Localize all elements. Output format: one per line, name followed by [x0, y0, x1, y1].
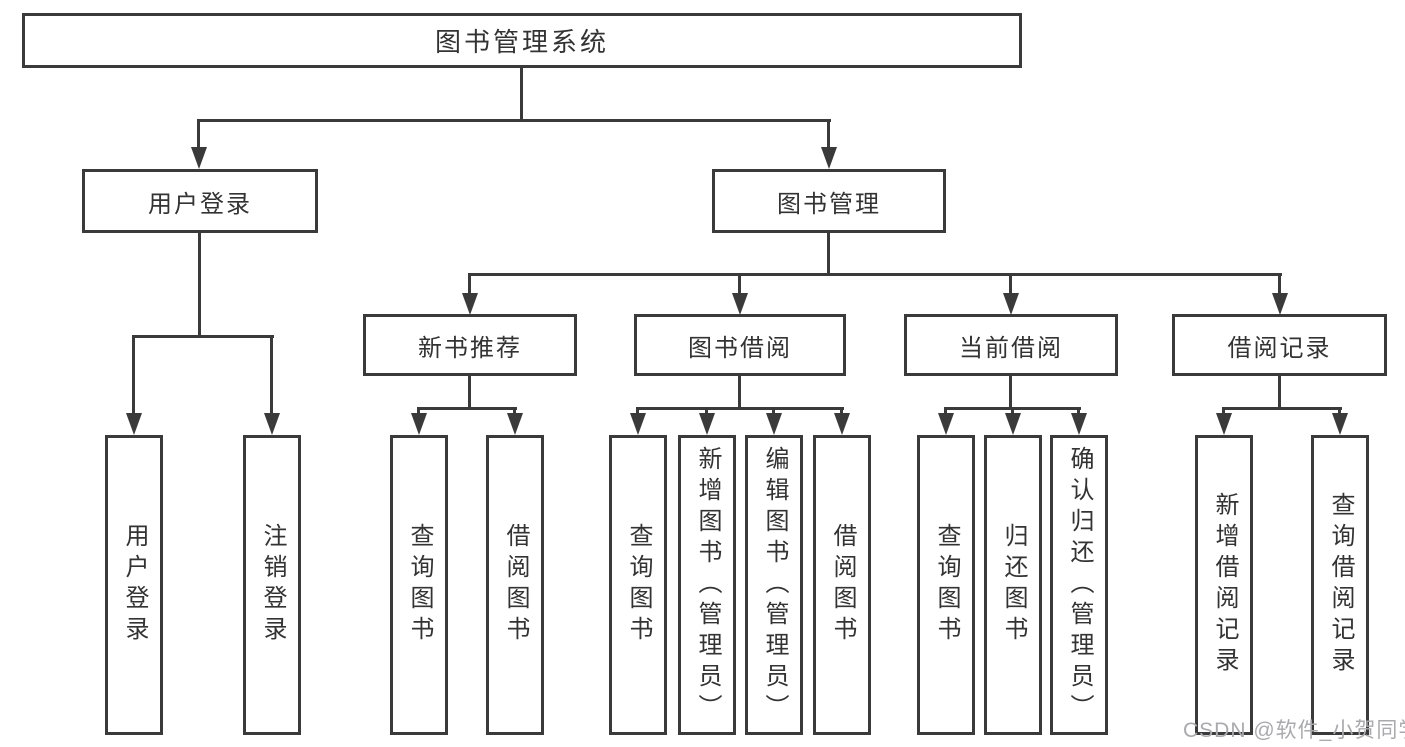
leaf-label: 查询图书	[625, 523, 652, 647]
arrow-to-leaf-query-record	[1332, 407, 1348, 435]
connector-root-branch	[198, 119, 831, 122]
connector-borrowing-records-branch	[1222, 407, 1342, 410]
arrow-to-leaf-query-books-1	[411, 407, 427, 435]
arrow-to-current-borrowing	[1003, 273, 1019, 315]
leaf-label: 用户登录	[121, 523, 148, 647]
leaf-label: 查询图书	[406, 523, 433, 647]
leaf-borrow-books-2: 借阅图书	[813, 435, 871, 735]
node-label: 借阅记录	[1227, 334, 1332, 362]
arrow-to-user-login	[191, 119, 207, 169]
leaf-borrow-books-1: 借阅图书	[486, 435, 544, 735]
leaf-add-book-admin: 新增图书（管理员）	[678, 435, 736, 735]
arrow-to-leaf-query-books-2	[630, 407, 646, 435]
arrow-to-leaf-borrow-books-1	[507, 407, 523, 435]
leaf-add-borrow-record: 新增借阅记录	[1195, 435, 1253, 735]
node-user-login: 用户登录	[82, 169, 318, 233]
connector-borrowing-records-stem	[1278, 374, 1281, 409]
connector-user-login-branch	[132, 335, 274, 338]
arrow-to-leaf-query-books-3	[938, 407, 954, 435]
connector-current-borrowing-stem	[1009, 374, 1012, 409]
leaf-label: 新增借阅记录	[1211, 492, 1238, 678]
connector-user-login-stem	[198, 231, 201, 337]
node-label: 图书管理	[777, 190, 881, 218]
node-book-management: 图书管理	[712, 169, 946, 233]
connector-root-stem	[520, 66, 523, 120]
node-borrowing-records: 借阅记录	[1172, 314, 1387, 376]
leaf-logout: 注销登录	[243, 435, 301, 735]
leaf-query-books-2: 查询图书	[609, 435, 667, 735]
node-root-system: 图书管理系统	[22, 13, 1022, 68]
leaf-label: 归还图书	[1000, 523, 1027, 647]
connector-book-borrowing-stem	[738, 374, 741, 409]
csdn-watermark: CSDN @软件_小贺同学	[1183, 719, 1405, 742]
arrow-to-new-book-recommend	[462, 273, 478, 315]
leaf-label: 查询图书	[933, 523, 960, 647]
arrow-to-book-management	[821, 119, 837, 169]
arrow-to-leaf-borrow-books-2	[834, 407, 850, 435]
node-label: 用户登录	[148, 190, 252, 218]
arrow-to-book-borrowing	[732, 273, 748, 315]
leaf-label: 借阅图书	[829, 523, 856, 647]
arrow-to-leaf-add-record	[1216, 407, 1232, 435]
node-current-borrowing: 当前借阅	[904, 314, 1118, 376]
node-book-borrowing: 图书借阅	[634, 314, 846, 376]
leaf-return-books: 归还图书	[984, 435, 1042, 735]
leaf-edit-book-admin: 编辑图书（管理员）	[745, 435, 803, 735]
leaf-label: 编辑图书（管理员）	[761, 445, 788, 725]
arrow-to-leaf-return-books	[1005, 407, 1021, 435]
leaf-label: 注销登录	[259, 523, 286, 647]
connector-new-book-stem	[468, 374, 471, 409]
leaf-query-books-1: 查询图书	[390, 435, 448, 735]
arrow-to-borrowing-records	[1272, 273, 1288, 315]
connector-book-borrowing-branch	[636, 407, 844, 410]
node-label: 当前借阅	[959, 334, 1063, 362]
arrow-to-leaf-user-login	[126, 335, 142, 435]
node-label: 图书管理系统	[434, 27, 609, 57]
leaf-user-login: 用户登录	[105, 435, 163, 735]
leaf-query-books-3: 查询图书	[917, 435, 975, 735]
arrow-to-leaf-add-book	[699, 407, 715, 435]
leaf-confirm-return-admin: 确认归还（管理员）	[1050, 435, 1108, 735]
node-label: 图书借阅	[688, 334, 792, 362]
connector-new-book-branch	[417, 407, 517, 410]
connector-book-management-branch	[468, 273, 1282, 276]
leaf-label: 查询借阅记录	[1327, 492, 1354, 678]
node-label: 新书推荐	[418, 334, 522, 362]
leaf-label: 借阅图书	[502, 523, 529, 647]
node-new-book-recommend: 新书推荐	[363, 314, 577, 376]
arrow-to-leaf-logout	[264, 335, 280, 435]
leaf-label: 新增图书（管理员）	[694, 445, 721, 725]
leaf-query-borrow-record: 查询借阅记录	[1311, 435, 1369, 735]
leaf-label: 确认归还（管理员）	[1066, 445, 1093, 725]
arrow-to-leaf-edit-book	[766, 407, 782, 435]
arrow-to-leaf-confirm-return	[1071, 407, 1087, 435]
connector-book-management-stem	[827, 231, 830, 275]
